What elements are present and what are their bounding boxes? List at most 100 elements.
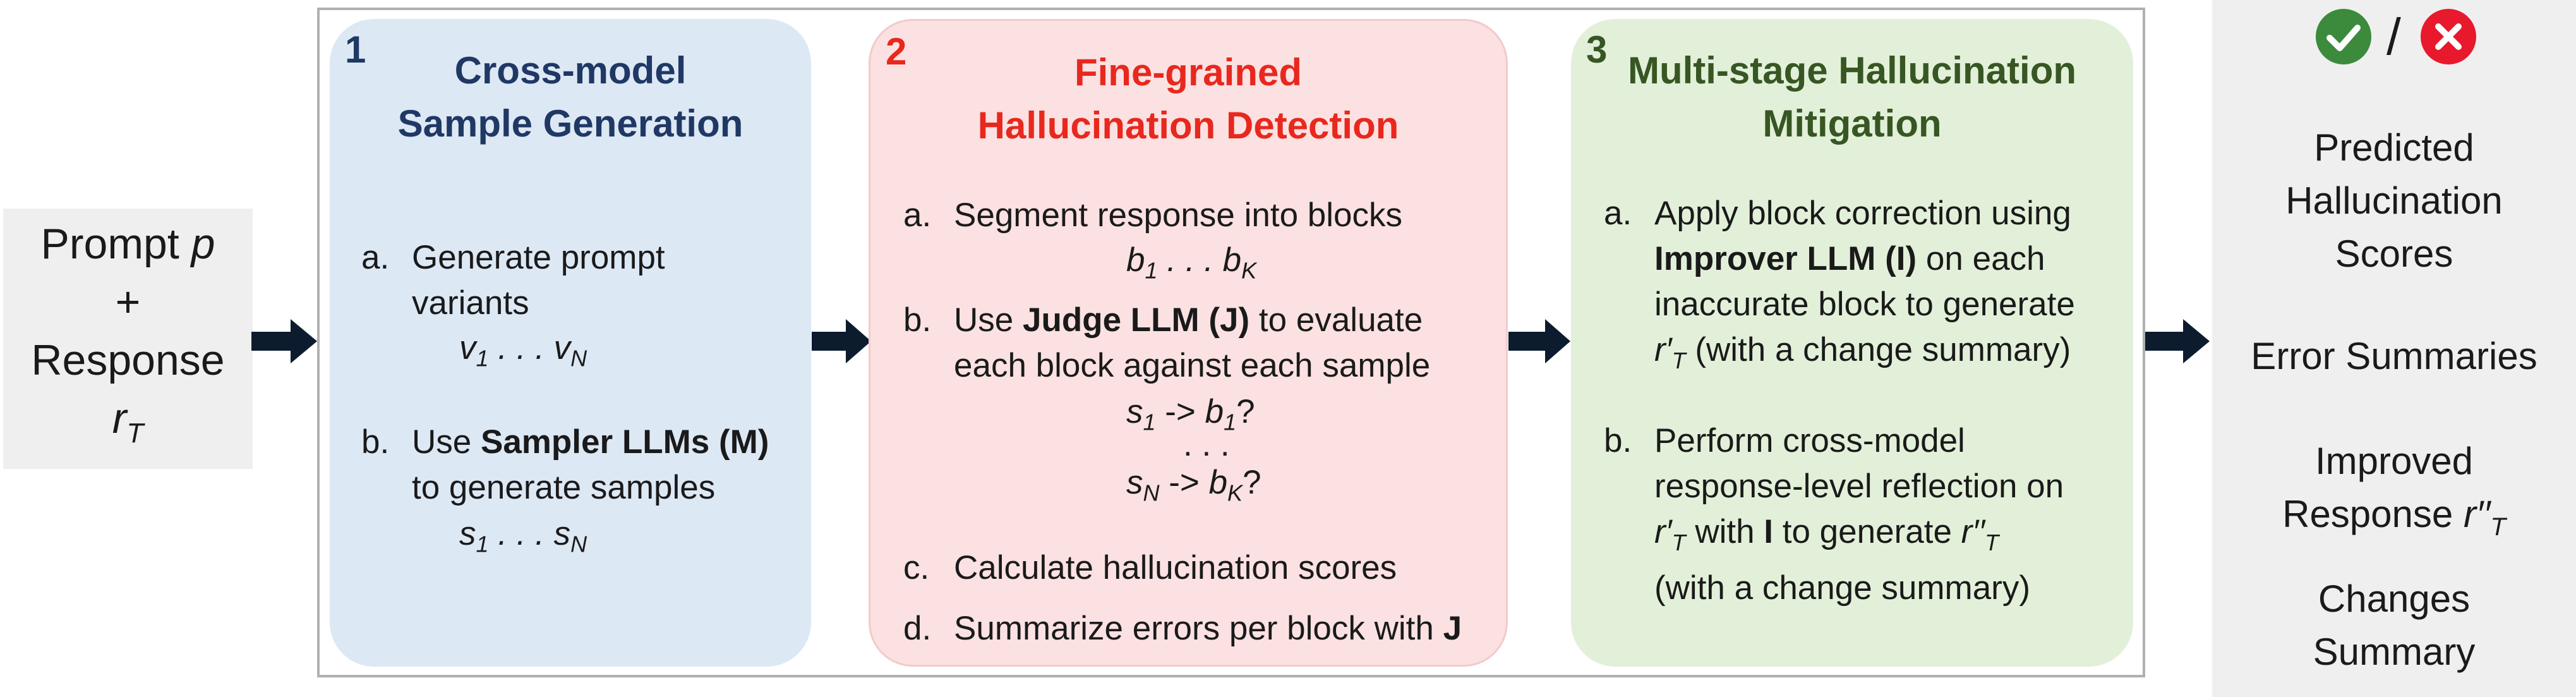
math-judge-last: sN -> bK?: [1126, 463, 1261, 507]
panel-title-line1: Multi-stage Hallucination: [1627, 49, 2077, 92]
math-variants: v1 . . . vN: [459, 329, 587, 372]
math-symbol: s: [1126, 464, 1143, 501]
panel-number: 1: [345, 28, 366, 71]
math-dots: . . .: [498, 515, 545, 552]
math-dots: . . .: [498, 329, 545, 367]
step-a-line2: variants: [412, 284, 529, 322]
step-b-pre: Use: [412, 423, 481, 461]
step-label: b.: [903, 301, 932, 339]
step-text: Summarize errors per block with J: [954, 606, 1462, 652]
step-b: b. Perform cross-model response-level ref…: [1604, 418, 2128, 608]
panel-title-line2: Sample Generation: [397, 102, 743, 145]
output-error-summaries: Error Summaries: [2251, 335, 2537, 377]
output-response-label: Response: [2282, 493, 2464, 535]
panel-hallucination-mitigation: 3 Multi-stage Hallucination Mitigation a…: [1571, 19, 2133, 667]
math-symbol: b: [1205, 393, 1224, 430]
step-a-bold: Improver LLM (I): [1654, 240, 1917, 277]
math-question: ?: [1236, 393, 1255, 430]
math-symbol: r′: [1654, 513, 1672, 550]
math-sub: T: [1671, 347, 1686, 373]
math-arrow: ->: [1155, 393, 1205, 430]
step-b-bold: I: [1764, 513, 1774, 550]
math-symbol: v: [459, 329, 476, 367]
math-symbol: b: [1222, 241, 1242, 279]
math-symbol: r′′: [1961, 513, 1985, 550]
response-symbol: rT: [112, 389, 144, 463]
math-sub: 1: [1224, 409, 1237, 435]
arrow-right-icon: [251, 319, 317, 363]
check-circle-icon: [2316, 9, 2371, 64]
step-text: Use Sampler LLMs (M) to generate samples: [412, 420, 769, 511]
math-judge-first: s1 -> b1?: [1126, 392, 1255, 436]
arrow-right-icon: [1508, 319, 1570, 363]
math-sub: 1: [1143, 409, 1156, 435]
step-a-line4-post: (with a change summary): [1685, 331, 2071, 368]
arrow-right-icon: [2145, 319, 2210, 363]
output-line: Response r′′T: [2212, 488, 2576, 554]
step-b-pre: Use: [954, 301, 1023, 339]
output-improved-response: Improved Response r′′T: [2212, 435, 2576, 554]
math-sub: T: [2490, 513, 2506, 541]
output-hallucination-scores: Predicted Hallucination Scores: [2212, 121, 2576, 281]
output-changes-summary: Changes Summary: [2212, 573, 2576, 679]
step-b-line2: response-level reflection on: [1654, 468, 2064, 505]
math-sub: T: [1985, 529, 1999, 555]
panel-title-line1: Cross-model: [454, 49, 687, 92]
panel-hallucination-detection: 2 Fine-grained Hallucination Detection a…: [869, 19, 1508, 667]
math-symbol: b: [1126, 241, 1145, 279]
math-sub: K: [1241, 257, 1257, 284]
step-label: c.: [903, 549, 930, 586]
math-symbol: s: [553, 515, 571, 552]
prompt-symbol: p: [191, 220, 215, 269]
step-c: c. Calculate hallucination scores: [903, 545, 1497, 591]
x-circle-icon: [2421, 9, 2476, 64]
math-sub: N: [570, 345, 587, 372]
step-d: d. Summarize errors per block with J: [903, 606, 1497, 652]
panel-title-line1: Fine-grained: [1074, 51, 1303, 94]
math-symbol: r′: [1654, 331, 1672, 368]
step-label: a.: [361, 239, 390, 276]
step-b-with: with: [1685, 513, 1764, 550]
math-blocks: b1 . . . bK: [1126, 241, 1256, 284]
step-label: b.: [1604, 422, 1632, 459]
math-sub: 1: [1145, 257, 1158, 284]
step-a-line3: inaccurate block to generate: [1654, 286, 2075, 323]
math-arrow: ->: [1159, 464, 1209, 501]
pipeline-frame: [317, 8, 2145, 677]
step-label: a.: [903, 197, 932, 234]
panel-title-line2: Hallucination Detection: [977, 104, 1399, 147]
math-sub: N: [1143, 480, 1160, 506]
panel-number: 3: [1586, 28, 1608, 71]
prompt-line: Prompt p: [41, 215, 215, 273]
step-b-line2: to generate samples: [412, 469, 716, 506]
step-b-line2: each block against each sample: [954, 347, 1431, 384]
panel-title: Cross-model Sample Generation: [330, 44, 811, 150]
step-b-gen: to generate: [1773, 513, 1961, 550]
math-sub: T: [1671, 529, 1686, 555]
response-sub: T: [126, 417, 144, 449]
math-question: ?: [1243, 464, 1261, 501]
step-b-line1: Perform cross-model: [1654, 422, 1965, 459]
panel-sample-generation: 1 Cross-model Sample Generation a. Gener…: [330, 19, 811, 667]
output-line: Summary: [2313, 631, 2476, 673]
arrow-right-icon: [812, 319, 871, 363]
step-text: Calculate hallucination scores: [954, 549, 1397, 586]
panel-title: Fine-grained Hallucination Detection: [870, 46, 1506, 152]
step-a-line1: Apply block correction using: [1654, 195, 2071, 232]
output-line: Improved: [2314, 440, 2474, 482]
panel-title-line2: Mitigation: [1762, 102, 1942, 145]
step-b-bold: Sampler LLMs (M): [480, 423, 769, 461]
prompt-label: Prompt: [40, 220, 179, 269]
panel-number: 2: [886, 30, 907, 73]
panel-title: Multi-stage Hallucination Mitigation: [1571, 44, 2133, 150]
input-box: Prompt p + Response rT: [3, 209, 253, 469]
math-dots: . . .: [1167, 241, 1213, 279]
output-line: Scores: [2335, 233, 2453, 275]
step-b: b. Use Sampler LLMs (M)to generate sampl…: [361, 420, 803, 514]
